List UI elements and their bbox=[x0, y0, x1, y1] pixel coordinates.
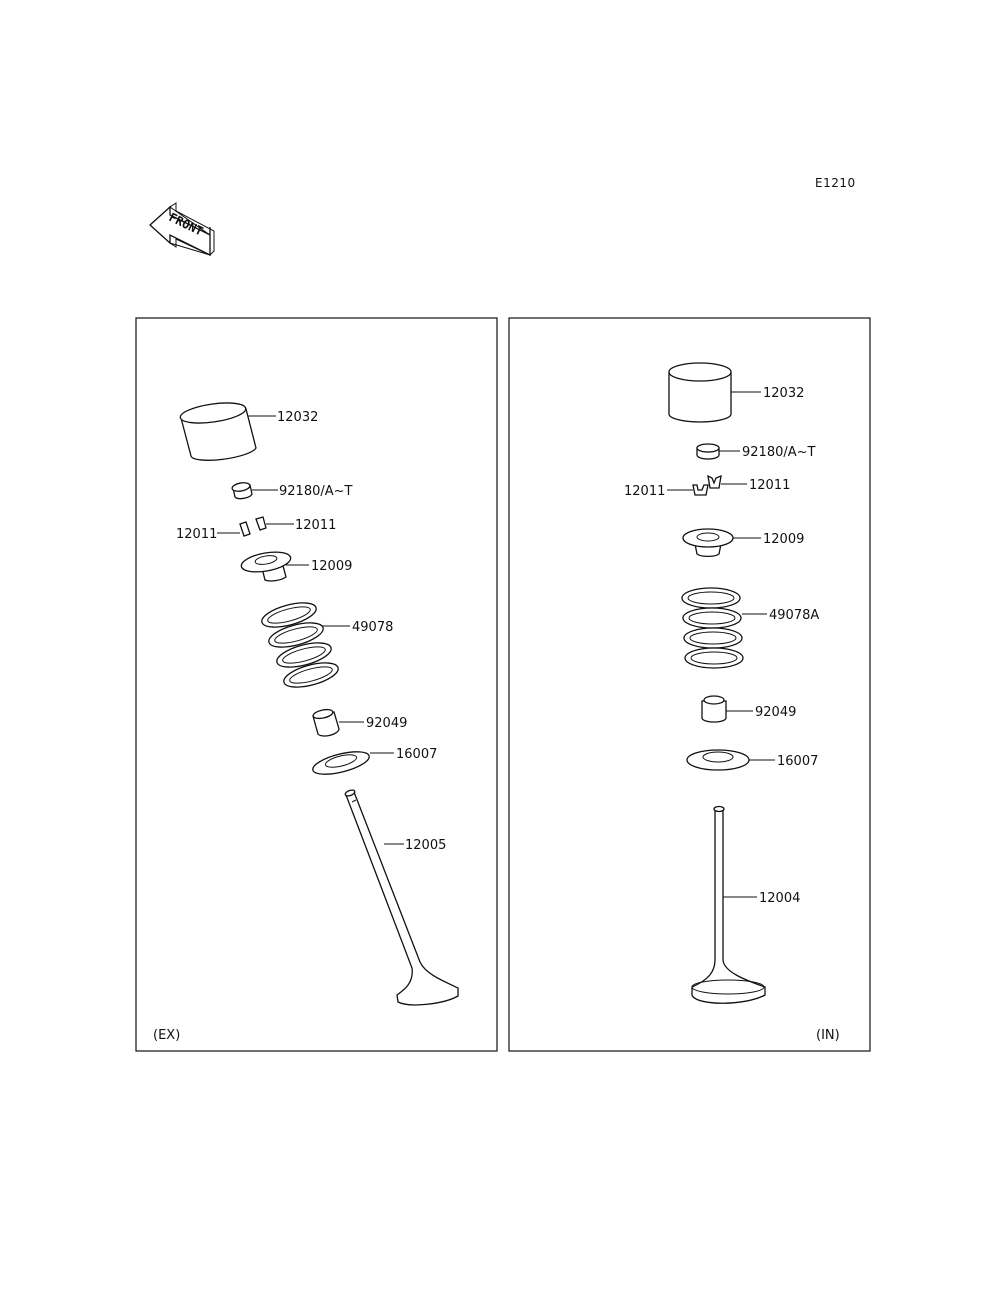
valve-in bbox=[691, 805, 766, 1004]
spring-ex bbox=[261, 602, 339, 688]
label-ex-shim: 92180/A~T bbox=[279, 484, 353, 499]
cotters-ex bbox=[239, 516, 267, 537]
label-ex-stem-seal: 92049 bbox=[366, 716, 407, 731]
panel-ex-tag: (EX) bbox=[153, 1028, 180, 1043]
retainer-in bbox=[682, 528, 734, 558]
cotters-in bbox=[692, 474, 722, 496]
tappet-ex bbox=[179, 402, 257, 461]
spring-seat-ex bbox=[312, 751, 370, 775]
tappet-in bbox=[668, 362, 732, 423]
label-in-valve: 12004 bbox=[759, 891, 800, 906]
label-ex-valve: 12005 bbox=[405, 838, 446, 853]
shim-in bbox=[696, 443, 720, 460]
label-in-spring-seat: 16007 bbox=[777, 754, 818, 769]
label-ex-spring: 49078 bbox=[352, 620, 393, 635]
diagram-code: E1210 bbox=[815, 176, 856, 190]
spring-seat-in bbox=[686, 749, 750, 771]
panel-in-tag: (IN) bbox=[816, 1028, 840, 1043]
panel-ex bbox=[135, 317, 498, 1052]
label-in-retainer: 12009 bbox=[763, 532, 804, 547]
valve-ex bbox=[344, 789, 459, 1006]
label-ex-cotter-right: 12011 bbox=[295, 518, 336, 533]
stem-seal-in bbox=[701, 695, 727, 723]
label-in-shim: 92180/A~T bbox=[742, 445, 816, 460]
spring-in bbox=[681, 587, 744, 669]
label-ex-tappet: 12032 bbox=[277, 410, 318, 425]
label-in-stem-seal: 92049 bbox=[755, 705, 796, 720]
panel-in bbox=[508, 317, 871, 1052]
shim-ex bbox=[231, 482, 253, 500]
label-ex-cotter-left: 12011 bbox=[176, 527, 217, 542]
label-ex-spring-seat: 16007 bbox=[396, 747, 437, 762]
label-in-cotter-right: 12011 bbox=[749, 478, 790, 493]
front-arrow-icon: FRONT bbox=[149, 202, 215, 257]
label-in-tappet: 12032 bbox=[763, 386, 804, 401]
label-in-cotter-left: 12011 bbox=[624, 484, 665, 499]
retainer-ex bbox=[240, 551, 292, 582]
label-ex-retainer: 12009 bbox=[311, 559, 352, 574]
stem-seal-ex bbox=[312, 708, 340, 737]
label-in-spring: 49078A bbox=[769, 608, 819, 623]
